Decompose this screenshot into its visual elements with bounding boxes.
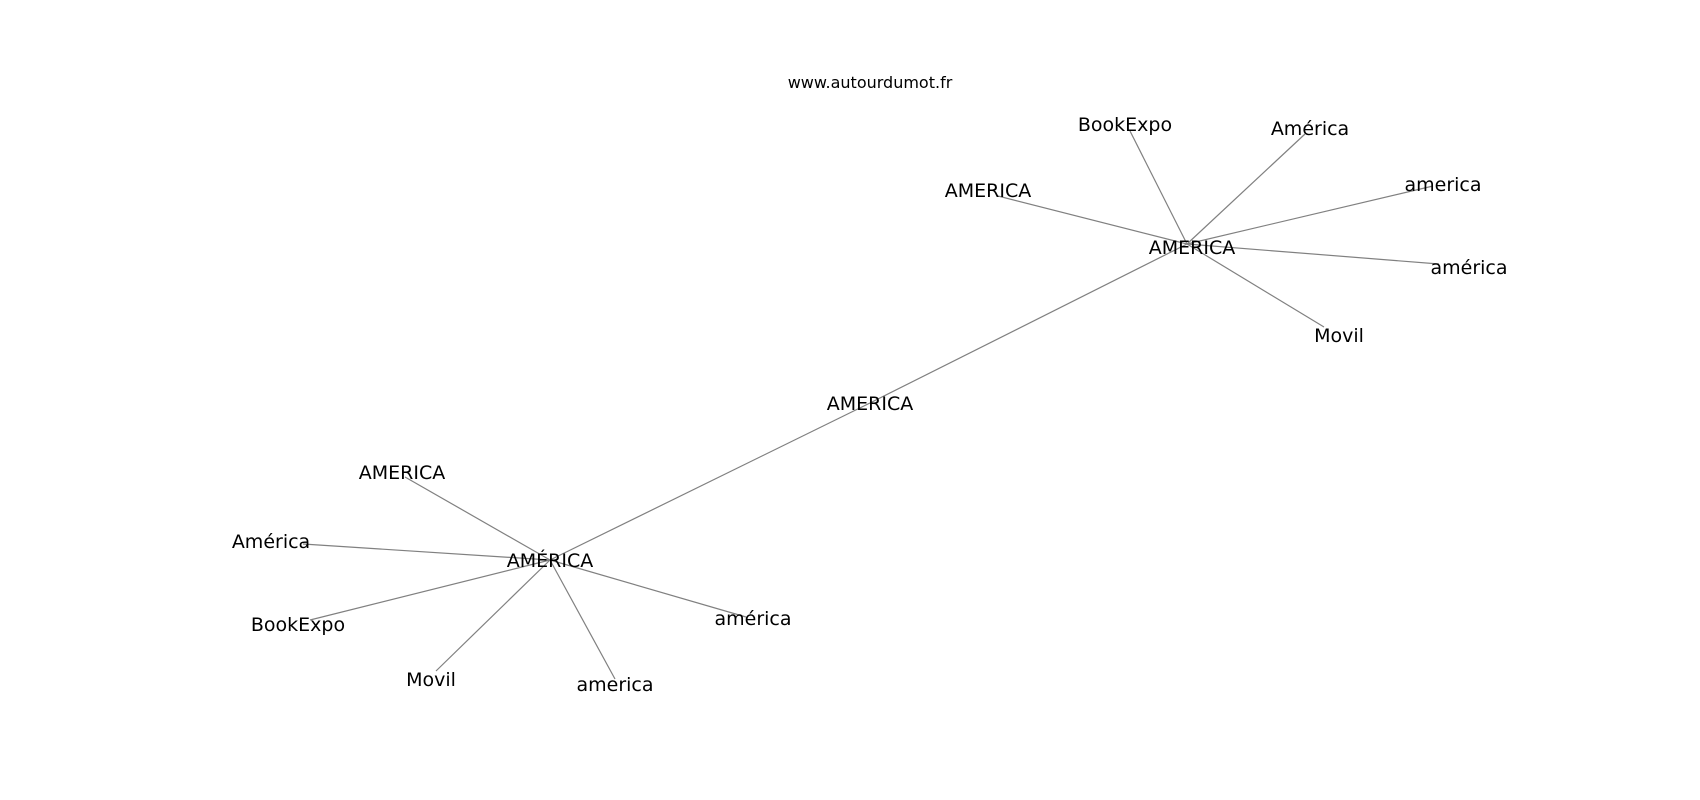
node-label-ne_3: América xyxy=(1271,118,1349,140)
node-label-center: AMERICA xyxy=(827,393,913,415)
edge-hub_sw-sw_6 xyxy=(549,559,747,618)
edge-hub_ne-ne_1 xyxy=(997,195,1188,245)
node-label-sw_2: América xyxy=(232,531,310,553)
graph-edges xyxy=(302,130,1440,680)
node-label-hub_ne: AMERICA xyxy=(1149,237,1235,259)
edge-center-hub_sw xyxy=(549,402,871,561)
edge-hub_sw-sw_5 xyxy=(549,559,616,680)
edge-hub_sw-sw_3 xyxy=(309,559,551,621)
node-label-ne_2: BookExpo xyxy=(1078,114,1172,136)
node-label-ne_6: Movil xyxy=(1314,325,1364,347)
node-label-sw_4: Movil xyxy=(406,669,456,691)
edge-hub_ne-ne_4 xyxy=(1186,185,1434,245)
site-watermark: www.autourdumot.fr xyxy=(788,73,953,92)
node-label-sw_5: america xyxy=(576,674,653,696)
edge-hub_sw-sw_4 xyxy=(435,559,551,672)
edge-center-hub_ne xyxy=(869,243,1188,404)
node-label-sw_3: BookExpo xyxy=(251,614,345,636)
node-label-ne_4: america xyxy=(1404,174,1481,196)
edge-hub_ne-ne_5 xyxy=(1186,243,1440,265)
edge-hub_ne-ne_2 xyxy=(1129,130,1188,245)
node-label-ne_1: AMERICA xyxy=(945,180,1031,202)
node-label-sw_6: américa xyxy=(714,608,791,630)
edge-hub_ne-ne_3 xyxy=(1186,133,1306,245)
edge-hub_sw-sw_2 xyxy=(302,543,551,561)
node-label-ne_5: américa xyxy=(1430,257,1507,279)
edge-hub_ne-ne_6 xyxy=(1186,243,1325,328)
node-label-hub_sw: AMÉRICA xyxy=(507,549,593,572)
node-label-sw_1: AMERICA xyxy=(359,462,445,484)
edge-hub_sw-sw_1 xyxy=(404,476,551,561)
